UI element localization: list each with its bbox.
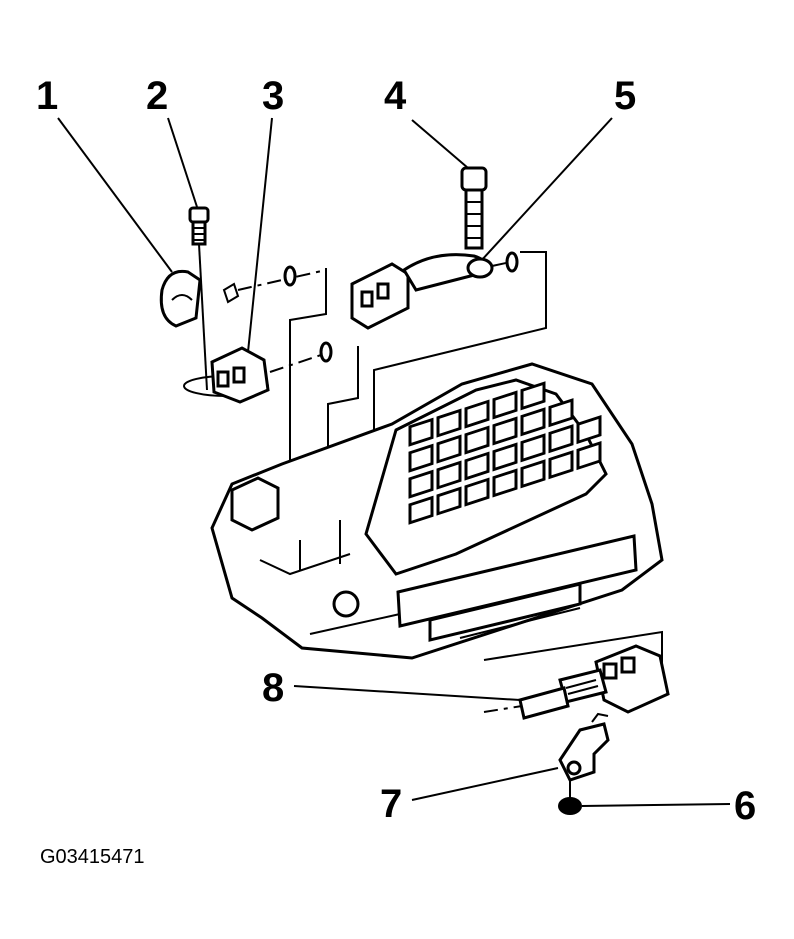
leader-line-2	[167, 117, 199, 211]
callout-2: 2	[146, 74, 169, 118]
callout-3: 3	[262, 74, 285, 118]
bolt-long	[460, 166, 488, 250]
valve-body-grid	[408, 381, 602, 525]
leader-line-7	[411, 767, 559, 801]
leader-line-6	[581, 803, 731, 807]
pressure-switch-connector	[183, 341, 333, 404]
leader-line-4	[411, 119, 469, 169]
callout-5: 5	[614, 74, 637, 118]
screw	[558, 780, 582, 815]
wiring-clip	[159, 265, 327, 328]
figure-id: G03415471	[40, 846, 145, 868]
callout-8: 8	[262, 666, 285, 710]
leader-line-1	[57, 117, 173, 273]
callout-4: 4	[384, 74, 407, 118]
leader-lines	[57, 117, 731, 807]
harness-connector	[350, 251, 521, 330]
leader-line-5	[479, 117, 613, 263]
callout-7: 7	[380, 782, 403, 826]
leader-line-3	[247, 117, 273, 353]
callout-6: 6	[734, 784, 757, 828]
solenoid-assembly	[483, 630, 670, 720]
bolt-small	[188, 206, 210, 391]
callout-1: 1	[36, 74, 59, 118]
leader-line-8	[293, 685, 521, 701]
retaining-bracket	[558, 712, 610, 782]
valve-body	[210, 362, 664, 660]
